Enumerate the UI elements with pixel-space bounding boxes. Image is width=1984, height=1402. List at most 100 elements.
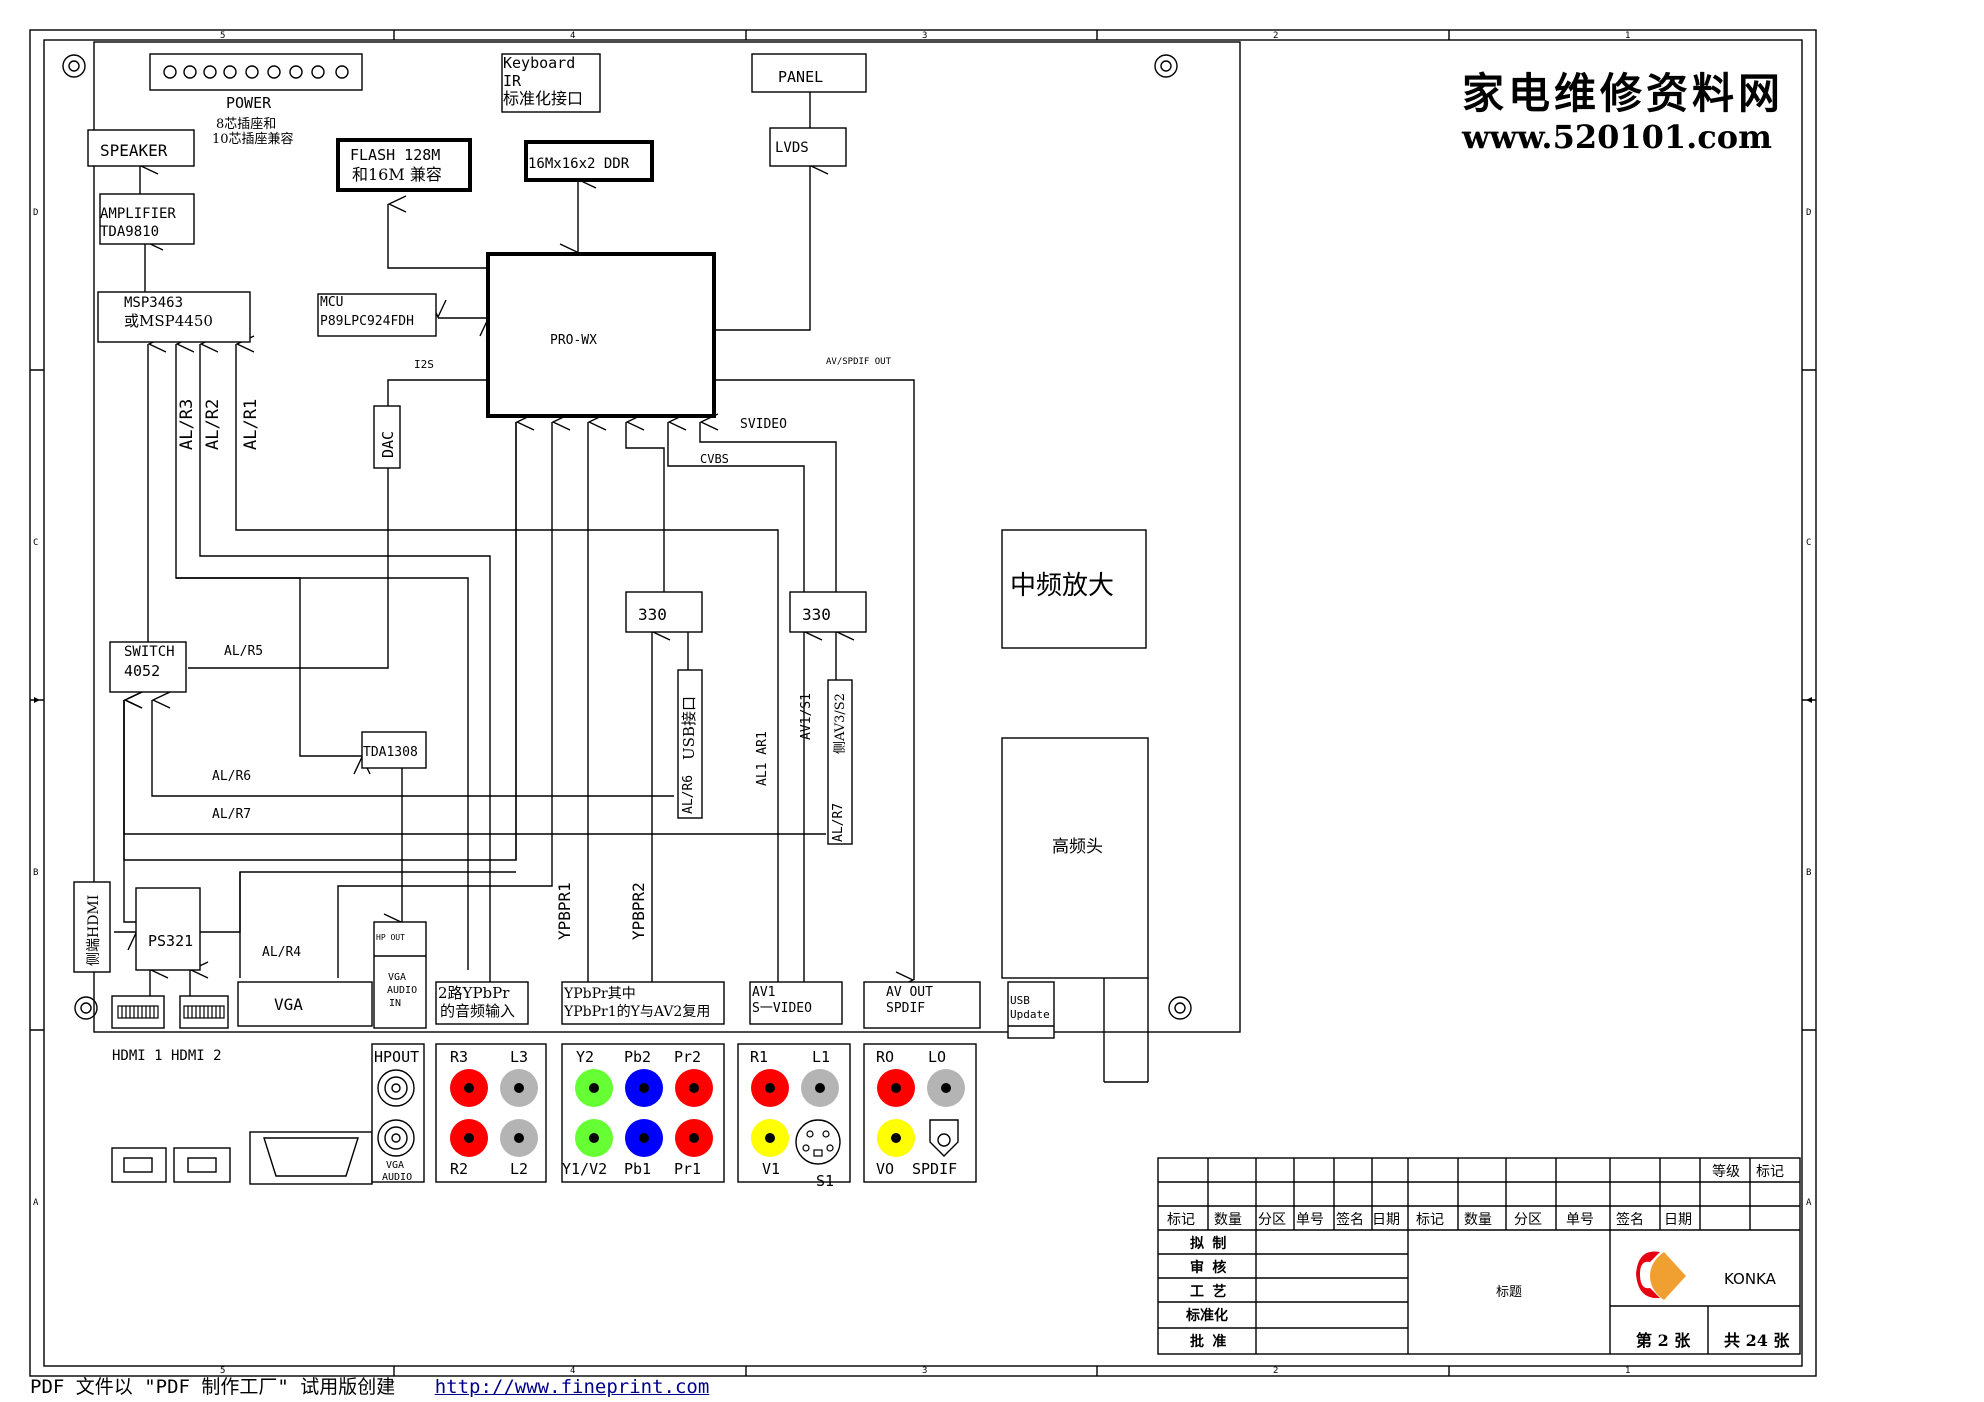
svg-text:工 艺: 工 艺 (1190, 1283, 1226, 1300)
cvbs-label: CVBS (700, 452, 729, 466)
svg-text:AV1: AV1 (752, 985, 775, 1000)
watermark-cn: 家电维修资料网 (1462, 69, 1784, 118)
title-block: 等级 标记 标记 数量 分区 单号 签名 日期 标记 数量 分区 单号 签名 日… (1157, 1157, 1801, 1355)
ypbpr-rca-panel: Y2 Pb2 Pr2 Y1/V2 Pb1 Pr1 (561, 1043, 725, 1183)
ps321-block: PS321 (135, 887, 201, 971)
audio-signal-labels: AL/R3 AL/R2 AL/R1 (177, 399, 261, 450)
svg-text:单号: 单号 (1566, 1212, 1594, 1228)
zone-labels: 5 4 3 2 1 5 4 3 2 1 D C B A D C B A (33, 31, 1812, 1376)
inner-frame (43, 39, 1803, 1367)
svg-text:4: 4 (570, 1366, 575, 1376)
msp-block: MSP3463 或MSP4450 (97, 291, 251, 343)
svg-text:3: 3 (922, 31, 927, 41)
hdmi-connector-labels: HDMI 1 HDMI 2 (112, 1048, 222, 1064)
svg-text:2: 2 (1273, 1366, 1278, 1376)
rca-jack-pin (891, 1133, 901, 1143)
svg-text:Update: Update (1010, 1008, 1050, 1021)
sheet-total: 共 24 张 (1724, 1331, 1790, 1350)
svg-text:Pb1: Pb1 (624, 1160, 651, 1178)
svg-text:审 核: 审 核 (1190, 1259, 1226, 1276)
svg-text:分区: 分区 (1258, 1212, 1286, 1228)
svg-text:C: C (1806, 538, 1811, 548)
buffer-330-a: 330 (625, 591, 703, 633)
signal-al-r5: AL/R5 (224, 644, 263, 659)
svg-text:R1: R1 (750, 1048, 768, 1066)
svg-text:VO: VO (876, 1160, 894, 1178)
svg-text:等级: 等级 (1712, 1163, 1740, 1180)
svg-text:USB: USB (1010, 994, 1030, 1007)
ypbpr-audio-input-block: 2路YPbPr 的音频输入 (435, 981, 529, 1025)
svg-text:和16M 兼容: 和16M 兼容 (352, 165, 442, 184)
pdf-footer: PDF 文件以 "PDF 制作工厂" 试用版创建 http://www.fine… (30, 1372, 709, 1399)
rca-jack-pin (815, 1083, 825, 1093)
svg-text:Y2: Y2 (576, 1048, 594, 1066)
svg-text:MSP3463: MSP3463 (124, 295, 183, 311)
svg-text:P89LPC924FDH: P89LPC924FDH (320, 314, 414, 329)
rca-jack-pin (891, 1083, 901, 1093)
footer-link[interactable]: http://www.fineprint.com (434, 1376, 710, 1398)
svg-text:侧端HDMI: 侧端HDMI (86, 895, 102, 966)
tuner-block: 高频头 (1001, 737, 1149, 979)
hp-vga-audio-block: HP OUT VGA AUDIO IN (373, 921, 427, 1029)
svg-text:A: A (33, 1198, 39, 1208)
tda1308-block: TDA1308 (361, 731, 427, 769)
svg-text:USB接口: USB接口 (680, 696, 698, 760)
hpout-panel: HPOUT VGA AUDIO (371, 1043, 425, 1183)
rca-jack-pin (514, 1083, 524, 1093)
svg-text:L3: L3 (510, 1048, 528, 1066)
svg-text:330: 330 (638, 605, 667, 624)
svg-text:IN: IN (389, 998, 401, 1009)
svg-text:日期: 日期 (1372, 1212, 1400, 1228)
power-connector: POWER 8芯插座和 10芯插座兼容 (149, 53, 363, 147)
svg-text:标记: 标记 (1167, 1212, 1195, 1228)
svg-text:MCU: MCU (320, 295, 343, 310)
wires (114, 92, 1149, 1083)
watermark: 家电维修资料网 www.520101.com (1461, 69, 1784, 156)
svg-text:标记: 标记 (1756, 1164, 1784, 1180)
svg-text:LO: LO (928, 1048, 946, 1066)
footer-text: PDF 文件以 "PDF 制作工厂" 试用版创建 (30, 1376, 396, 1398)
signal-al-r7: AL/R7 (212, 807, 251, 822)
svg-text:的音频输入: 的音频输入 (440, 1002, 515, 1020)
rca-jack-pin (765, 1083, 775, 1093)
svg-text:VGA: VGA (388, 972, 406, 983)
av1-rca-panel: R1 L1 V1 S1 (737, 1043, 851, 1190)
svg-text:AUDIO: AUDIO (387, 985, 417, 996)
svg-text:LVDS: LVDS (775, 140, 809, 156)
svg-text:AL/R7: AL/R7 (831, 803, 846, 842)
svg-text:RO: RO (876, 1048, 894, 1066)
svg-text:2: 2 (1273, 31, 1278, 41)
ypbpr-audio-rca-panel: R3 L3 R2 L2 (435, 1043, 547, 1183)
svg-text:D: D (33, 208, 38, 218)
svg-text:R3: R3 (450, 1048, 468, 1066)
keyboard-ir-block: Keyboard IR 标准化接口 (501, 53, 601, 113)
svg-text:PANEL: PANEL (778, 68, 823, 86)
rca-jack-pin (589, 1083, 599, 1093)
svg-text:Pr2: Pr2 (674, 1048, 701, 1066)
svg-text:HP OUT: HP OUT (376, 933, 405, 942)
svg-text:SPEAKER: SPEAKER (100, 141, 168, 160)
svg-text:1: 1 (1625, 31, 1630, 41)
pro-wx-chip: PRO-WX (486, 252, 716, 418)
rca-jack-pin (464, 1133, 474, 1143)
usb-port-block: USB接口 AL/R6 (677, 669, 703, 819)
svg-text:TDA9810: TDA9810 (100, 224, 159, 240)
vga-block: VGA (237, 981, 373, 1027)
svg-text:1: 1 (1625, 1366, 1630, 1376)
av1-svideo-block: AV1 S一VIDEO (749, 981, 843, 1025)
drawing-title: 标题 (1496, 1285, 1522, 1300)
switch-4052-block: SWITCH 4052 (109, 641, 187, 693)
svg-text:或MSP4450: 或MSP4450 (124, 312, 213, 330)
svg-text:DAC: DAC (379, 431, 397, 458)
svg-text:L1: L1 (812, 1048, 830, 1066)
power-label: POWER (226, 94, 272, 112)
outer-frame (29, 29, 1817, 1377)
svg-text:L2: L2 (510, 1160, 528, 1178)
svg-text:4052: 4052 (124, 662, 160, 680)
mcu-block: MCU P89LPC924FDH (317, 293, 437, 337)
power-note-1: 8芯插座和 (216, 117, 276, 132)
svg-text:标准化: 标准化 (1185, 1307, 1228, 1324)
svg-text:批 准: 批 准 (1190, 1333, 1226, 1350)
svg-text:签名: 签名 (1616, 1211, 1644, 1228)
